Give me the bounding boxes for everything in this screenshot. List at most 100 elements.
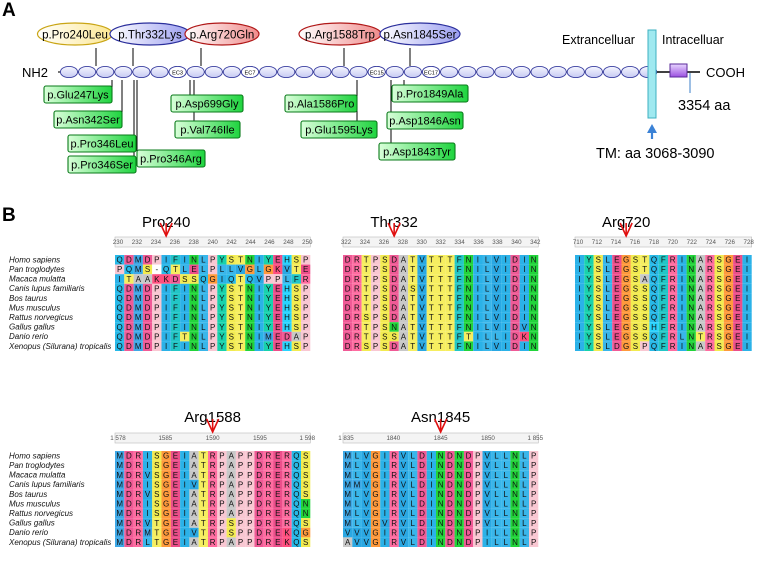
residue-cell [473,322,483,332]
residue-letter: P [531,538,536,547]
residue-cell [454,331,464,342]
residue-letter: G [725,304,731,313]
residue-letter: D [419,519,425,528]
residue-cell [245,283,255,294]
residue-letter: R [391,452,397,461]
residue-cell [398,312,409,323]
residue-letter: D [419,480,425,489]
residue-cell [677,274,687,284]
residue-letter: P [475,490,480,499]
residue-letter: V [494,342,500,351]
residue-letter: D [256,471,262,480]
residue-letter: N [247,323,253,332]
residue-letter: M [344,519,351,528]
residue-letter: T [429,323,434,332]
residue-letter: L [522,490,527,499]
residue-letter: V [419,256,425,265]
residue-letter: V [419,265,425,274]
residue-cell [133,489,143,499]
variant-bottom-label: p.Asp1846Asn [389,116,461,128]
residue-letter: T [448,342,453,351]
residue-cell [705,274,715,284]
residue-letter: I [258,256,260,265]
residue-letter: M [116,461,123,470]
residue-letter: G [247,265,253,274]
residue-letter: Y [219,294,225,303]
ec-domain [367,65,386,79]
residue-cell [408,537,418,547]
residue-cell [519,537,529,547]
residue-letter: A [698,342,704,351]
residue-letter: P [154,313,159,322]
residue-cell [640,283,650,294]
residue-letter: D [512,304,518,313]
position-tick: 714 [611,239,622,246]
residue-cell [273,489,283,499]
residue-cell [436,303,446,313]
residue-letter: Y [266,323,272,332]
residue-letter: D [173,275,179,284]
residue-cell [408,527,418,538]
residue-letter: S [642,313,647,322]
residue-cell [529,527,539,538]
residue-letter: P [247,538,252,547]
residue-letter: S [633,284,638,293]
residue-letter: S [229,323,234,332]
residue-cell [124,527,134,538]
residue-letter: N [688,304,694,313]
residue-letter: S [191,275,196,284]
residue-cell [714,283,724,294]
residue-cell [463,479,474,490]
residue-cell [575,341,585,351]
residue-cell [124,293,134,303]
residue-cell [417,489,427,499]
residue-letter: D [145,284,151,293]
residue-cell [389,508,399,519]
residue-letter: G [725,313,731,322]
residue-cell [161,312,171,323]
species-label: Gallus gallus [9,519,55,528]
residue-cell [454,451,464,461]
residue-letter: I [681,323,683,332]
residue-letter: D [419,471,425,480]
residue-cell [705,322,715,332]
residue-cell [454,283,464,294]
residue-cell [263,527,274,538]
residue-cell [380,460,390,471]
residue-letter: P [219,538,224,547]
residue-letter: L [411,519,416,528]
residue-letter: S [716,304,721,313]
residue-cell [217,303,227,313]
residue-letter: R [135,452,141,461]
residue-letter: N [531,323,537,332]
residue-letter: A [401,265,407,274]
residue-letter: S [303,490,308,499]
residue-letter: D [256,461,262,470]
residue-cell [463,499,474,509]
residue-letter: R [670,342,676,351]
position-tick: 712 [592,239,603,246]
residue-cell [142,470,153,480]
residue-letter: I [746,313,748,322]
residue-cell [380,527,390,538]
residue-cell [380,283,390,294]
residue-letter: I [165,294,167,303]
residue-cell [677,283,687,294]
species-label: Bos taurus [9,294,47,303]
residue-letter: V [494,265,500,274]
residue-letter: K [154,275,160,284]
residue-cell [593,264,603,275]
residue-cell [291,489,301,499]
residue-cell [263,283,274,294]
residue-cell [501,274,511,284]
residue-cell [370,255,381,265]
residue-cell [115,255,125,265]
residue-cell [714,331,724,342]
residue-cell [445,274,455,284]
residue-letter: S [596,275,601,284]
position-tick: 1 835 [338,435,354,442]
position-ruler [574,236,752,248]
residue-cell [273,499,283,509]
residue-cell [189,264,199,275]
